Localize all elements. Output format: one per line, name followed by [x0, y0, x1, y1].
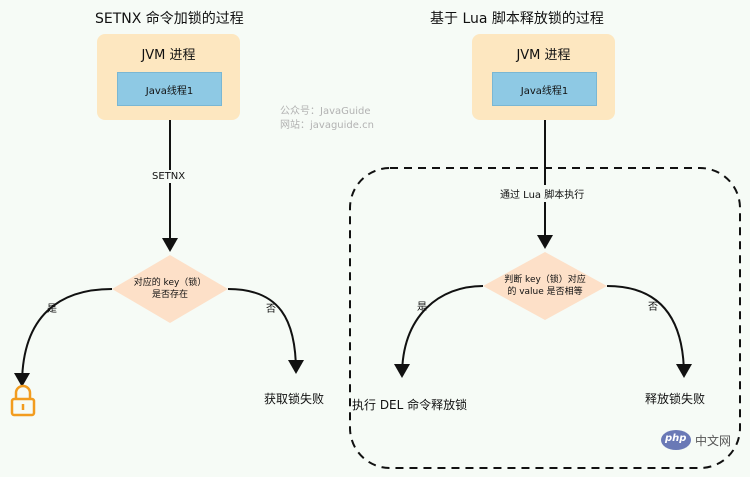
right-no-result: 释放锁失败	[645, 392, 706, 406]
right-title: 基于 Lua 脚本释放锁的过程	[430, 11, 604, 27]
php-badge-text: php	[665, 433, 687, 444]
right-jvm-title: JVM 进程	[516, 48, 571, 63]
right-yes-result: 执行 DEL 命令释放锁	[352, 398, 468, 412]
right-thread-box: Java线程1	[492, 72, 597, 106]
php-badge-oval	[661, 430, 691, 450]
php-badge: php 中文网	[661, 432, 750, 450]
left-no-arrow	[227, 288, 304, 374]
left-no-label: 否	[266, 304, 276, 315]
left-decision-line1: 对应的 key（锁）	[133, 278, 207, 288]
lock-icon	[10, 384, 36, 417]
watermark-line1: 公众号：JavaGuide	[280, 106, 371, 117]
left-no-result: 获取锁失败	[264, 392, 325, 406]
right-yes-label: 是	[417, 302, 427, 313]
left-decision-diamond	[112, 255, 228, 323]
right-edge-label: 通过 Lua 脚本执行	[497, 185, 588, 202]
left-decision-text: 对应的 key（锁） 是否存在	[112, 277, 228, 301]
left-decision-line2: 是否存在	[151, 290, 188, 300]
left-yes-label: 是	[47, 304, 57, 315]
watermark-line2: 网站：javaguide.cn	[280, 120, 374, 131]
right-thread-label: Java线程1	[520, 85, 569, 97]
left-jvm-box: JVM 进程 Java线程1	[97, 34, 240, 120]
php-badge-site-text: 中文网	[695, 434, 732, 448]
right-decision-diamond	[483, 252, 607, 320]
left-thread-box: Java线程1	[117, 72, 222, 106]
left-title: SETNX 命令加锁的过程	[95, 11, 244, 27]
left-jvm-title: JVM 进程	[141, 48, 196, 63]
left-yes-arrow	[14, 288, 113, 387]
right-jvm-box: JVM 进程 Java线程1	[472, 34, 615, 120]
right-decision-line2: 的 value 是否相等	[507, 287, 583, 297]
watermark: 公众号：JavaGuide 网站：javaguide.cn	[280, 105, 374, 133]
right-decision-text: 判断 key（锁）对应 的 value 是否相等	[483, 274, 607, 298]
right-decision-line1: 判断 key（锁）对应	[504, 275, 586, 285]
left-edge-label: SETNX	[150, 170, 188, 183]
right-yes-arrow	[394, 285, 484, 378]
left-thread-label: Java线程1	[145, 85, 194, 97]
right-no-label: 否	[648, 302, 658, 313]
right-no-arrow	[606, 285, 692, 378]
